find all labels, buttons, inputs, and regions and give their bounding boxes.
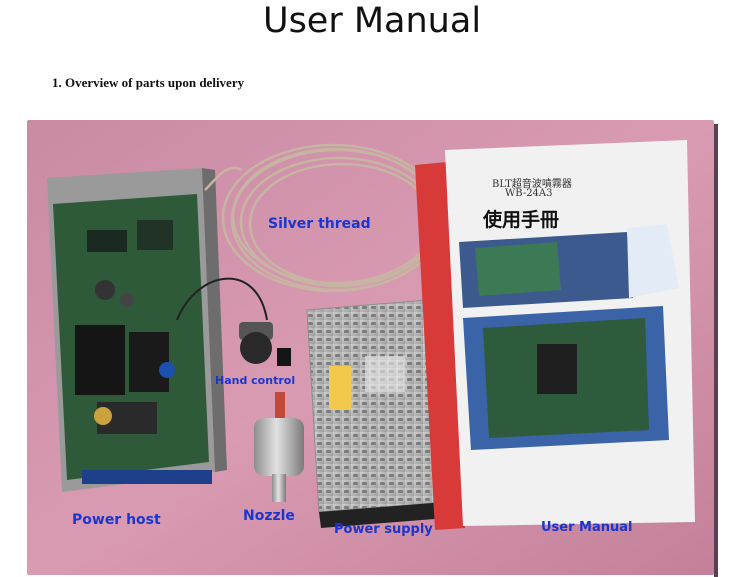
label-silver-thread: Silver thread [268, 216, 371, 232]
parts-photo-illustration [27, 120, 714, 575]
booklet-model: WB-24A3 [505, 188, 553, 199]
photo-right-edge [714, 124, 718, 577]
label-power-supply: Power supply [334, 522, 433, 537]
power-supply-unit [306, 299, 447, 528]
label-power-host: Power host [72, 512, 161, 528]
page-title: User Manual [262, 1, 482, 41]
label-hand-control: Hand control [215, 374, 296, 387]
booklet-brand-line: BLT超音波噴霧器 [492, 179, 572, 190]
nozzle [254, 392, 304, 502]
label-nozzle: Nozzle [243, 508, 295, 524]
power-host-board [47, 168, 227, 492]
hand-control [176, 277, 291, 366]
label-user-manual: User Manual [541, 520, 633, 535]
user-manual-booklet [415, 140, 695, 530]
booklet-title: 使用手冊 [483, 209, 560, 231]
section-heading: 1. Overview of parts upon delivery [52, 75, 245, 90]
parts-photo: BLT超音波噴霧器 WB-24A3 使用手冊 Silver thread Han… [27, 120, 714, 575]
